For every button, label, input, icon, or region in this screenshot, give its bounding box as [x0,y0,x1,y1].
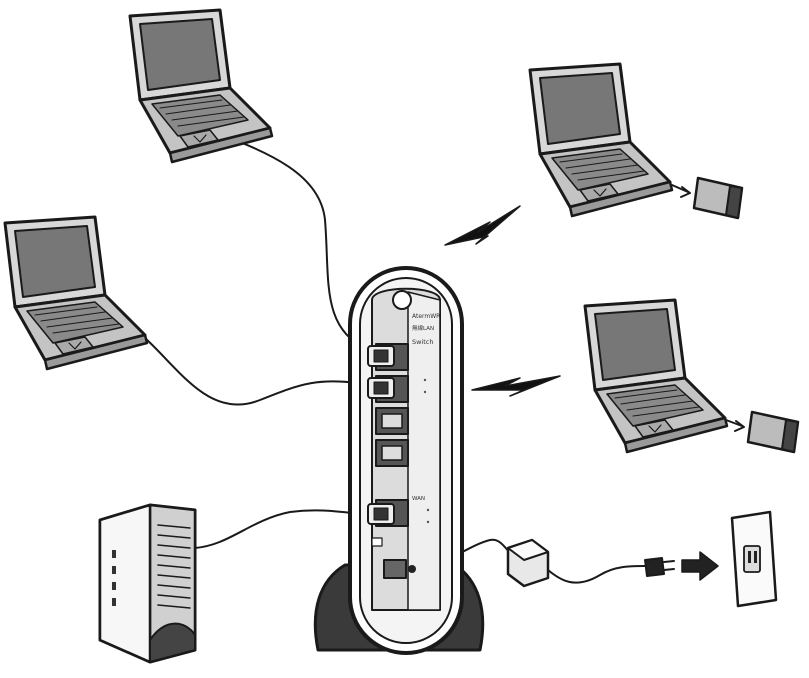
wall-outlet [730,510,778,608]
cable-laptop-top-left [204,127,371,351]
router-model-label: 無線LAN [412,324,434,332]
router-brand-label: AtermWR [412,313,440,320]
laptop-wireless-top-right [528,62,674,218]
wireless-card-top [671,176,744,220]
power-jack [383,559,407,579]
cable-laptop-mid-left [144,337,371,406]
laptop-wired-mid-left [3,215,149,371]
cable-modem [194,509,373,549]
modem [98,503,197,664]
lan-plug-2 [367,377,395,399]
wireless-card-mid [725,410,800,454]
lan-plug-1 [367,345,395,367]
arrow-right-icon [681,551,719,581]
wan-plug [367,503,395,525]
router: AtermWR 無線LAN Switch WAN [313,266,485,655]
laptop-wireless-mid-right [583,298,729,454]
laptop-wired-top-left [128,8,274,164]
router-button-icon [392,290,412,310]
cable-adapter-plug [547,565,646,584]
power-plug [644,557,675,577]
ac-adapter [506,538,550,588]
wireless-signal-icon [471,375,561,397]
router-wan-label: WAN [412,496,425,502]
wireless-signal-icon [444,205,521,246]
router-port-label: Switch [412,338,434,346]
